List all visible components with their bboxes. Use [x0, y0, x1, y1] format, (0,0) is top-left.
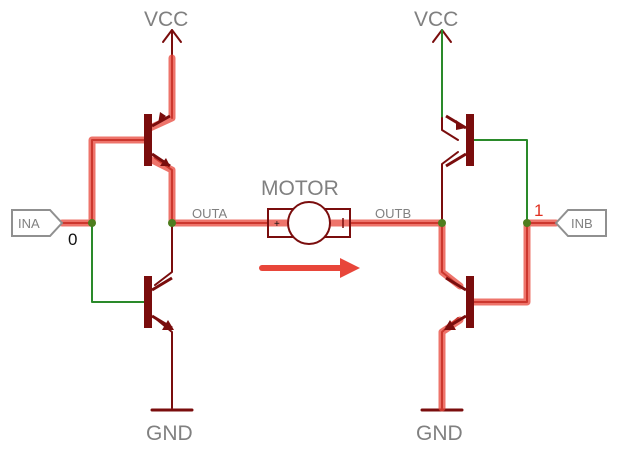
highlight-right-base: [468, 219, 560, 306]
right-upper-emitter: [441, 117, 459, 141]
transistor-left-lower: [144, 276, 174, 330]
left-lower-base-bus: [91, 222, 149, 303]
inb-state-label: 1: [534, 201, 543, 220]
node-inb: [523, 219, 531, 227]
gnd-left-label: GND: [146, 422, 193, 445]
node-outa: [168, 219, 176, 227]
left-base-bus: [91, 139, 149, 224]
node-outb: [438, 219, 446, 227]
outa-label: OUTA: [192, 206, 227, 221]
right-upper-base-bus: [471, 139, 528, 224]
node-ina: [88, 219, 96, 227]
emitter-arrow-left-lower: [162, 320, 174, 330]
gnd-right-label: GND: [416, 422, 463, 445]
emitter-arrow-right-upper: [456, 120, 466, 130]
right-lower-base-bus: [471, 222, 528, 303]
motor-rotor: [287, 201, 331, 245]
junction-nodes: [88, 219, 531, 227]
highlight-left-base: [58, 136, 152, 227]
transistor-right-lower: [444, 276, 474, 330]
vcc-right-label: VCC: [414, 8, 458, 31]
emitter-arrow-left-upper: [160, 158, 170, 166]
ina-state-label: 0: [68, 230, 77, 249]
emitter-arrow-right-lower: [444, 320, 456, 330]
ina-port: [11, 209, 64, 237]
ina-label: INA: [18, 216, 40, 231]
inb-label: INB: [571, 216, 593, 231]
vcc-left-label: VCC: [144, 8, 188, 31]
motor-plus-sign: +: [274, 219, 280, 230]
inb-port: [554, 209, 607, 237]
transistor-right-upper: [445, 114, 474, 168]
collector-arrow-left-upper: [158, 112, 166, 124]
motor-label: MOTOR: [261, 177, 339, 200]
motor-symbol: +: [267, 201, 351, 245]
highlight-right-gnd: [438, 316, 464, 412]
right-upper-collector: [441, 151, 459, 224]
highlight-right-down: [438, 219, 464, 290]
transistor-left-upper: [144, 112, 171, 168]
outb-label: OUTB: [375, 206, 411, 221]
left-lower-collector: [154, 222, 173, 286]
left-lower-emitter: [154, 317, 173, 409]
highlight-left-emitter: [148, 156, 176, 227]
current-direction-arrow: [259, 258, 360, 278]
